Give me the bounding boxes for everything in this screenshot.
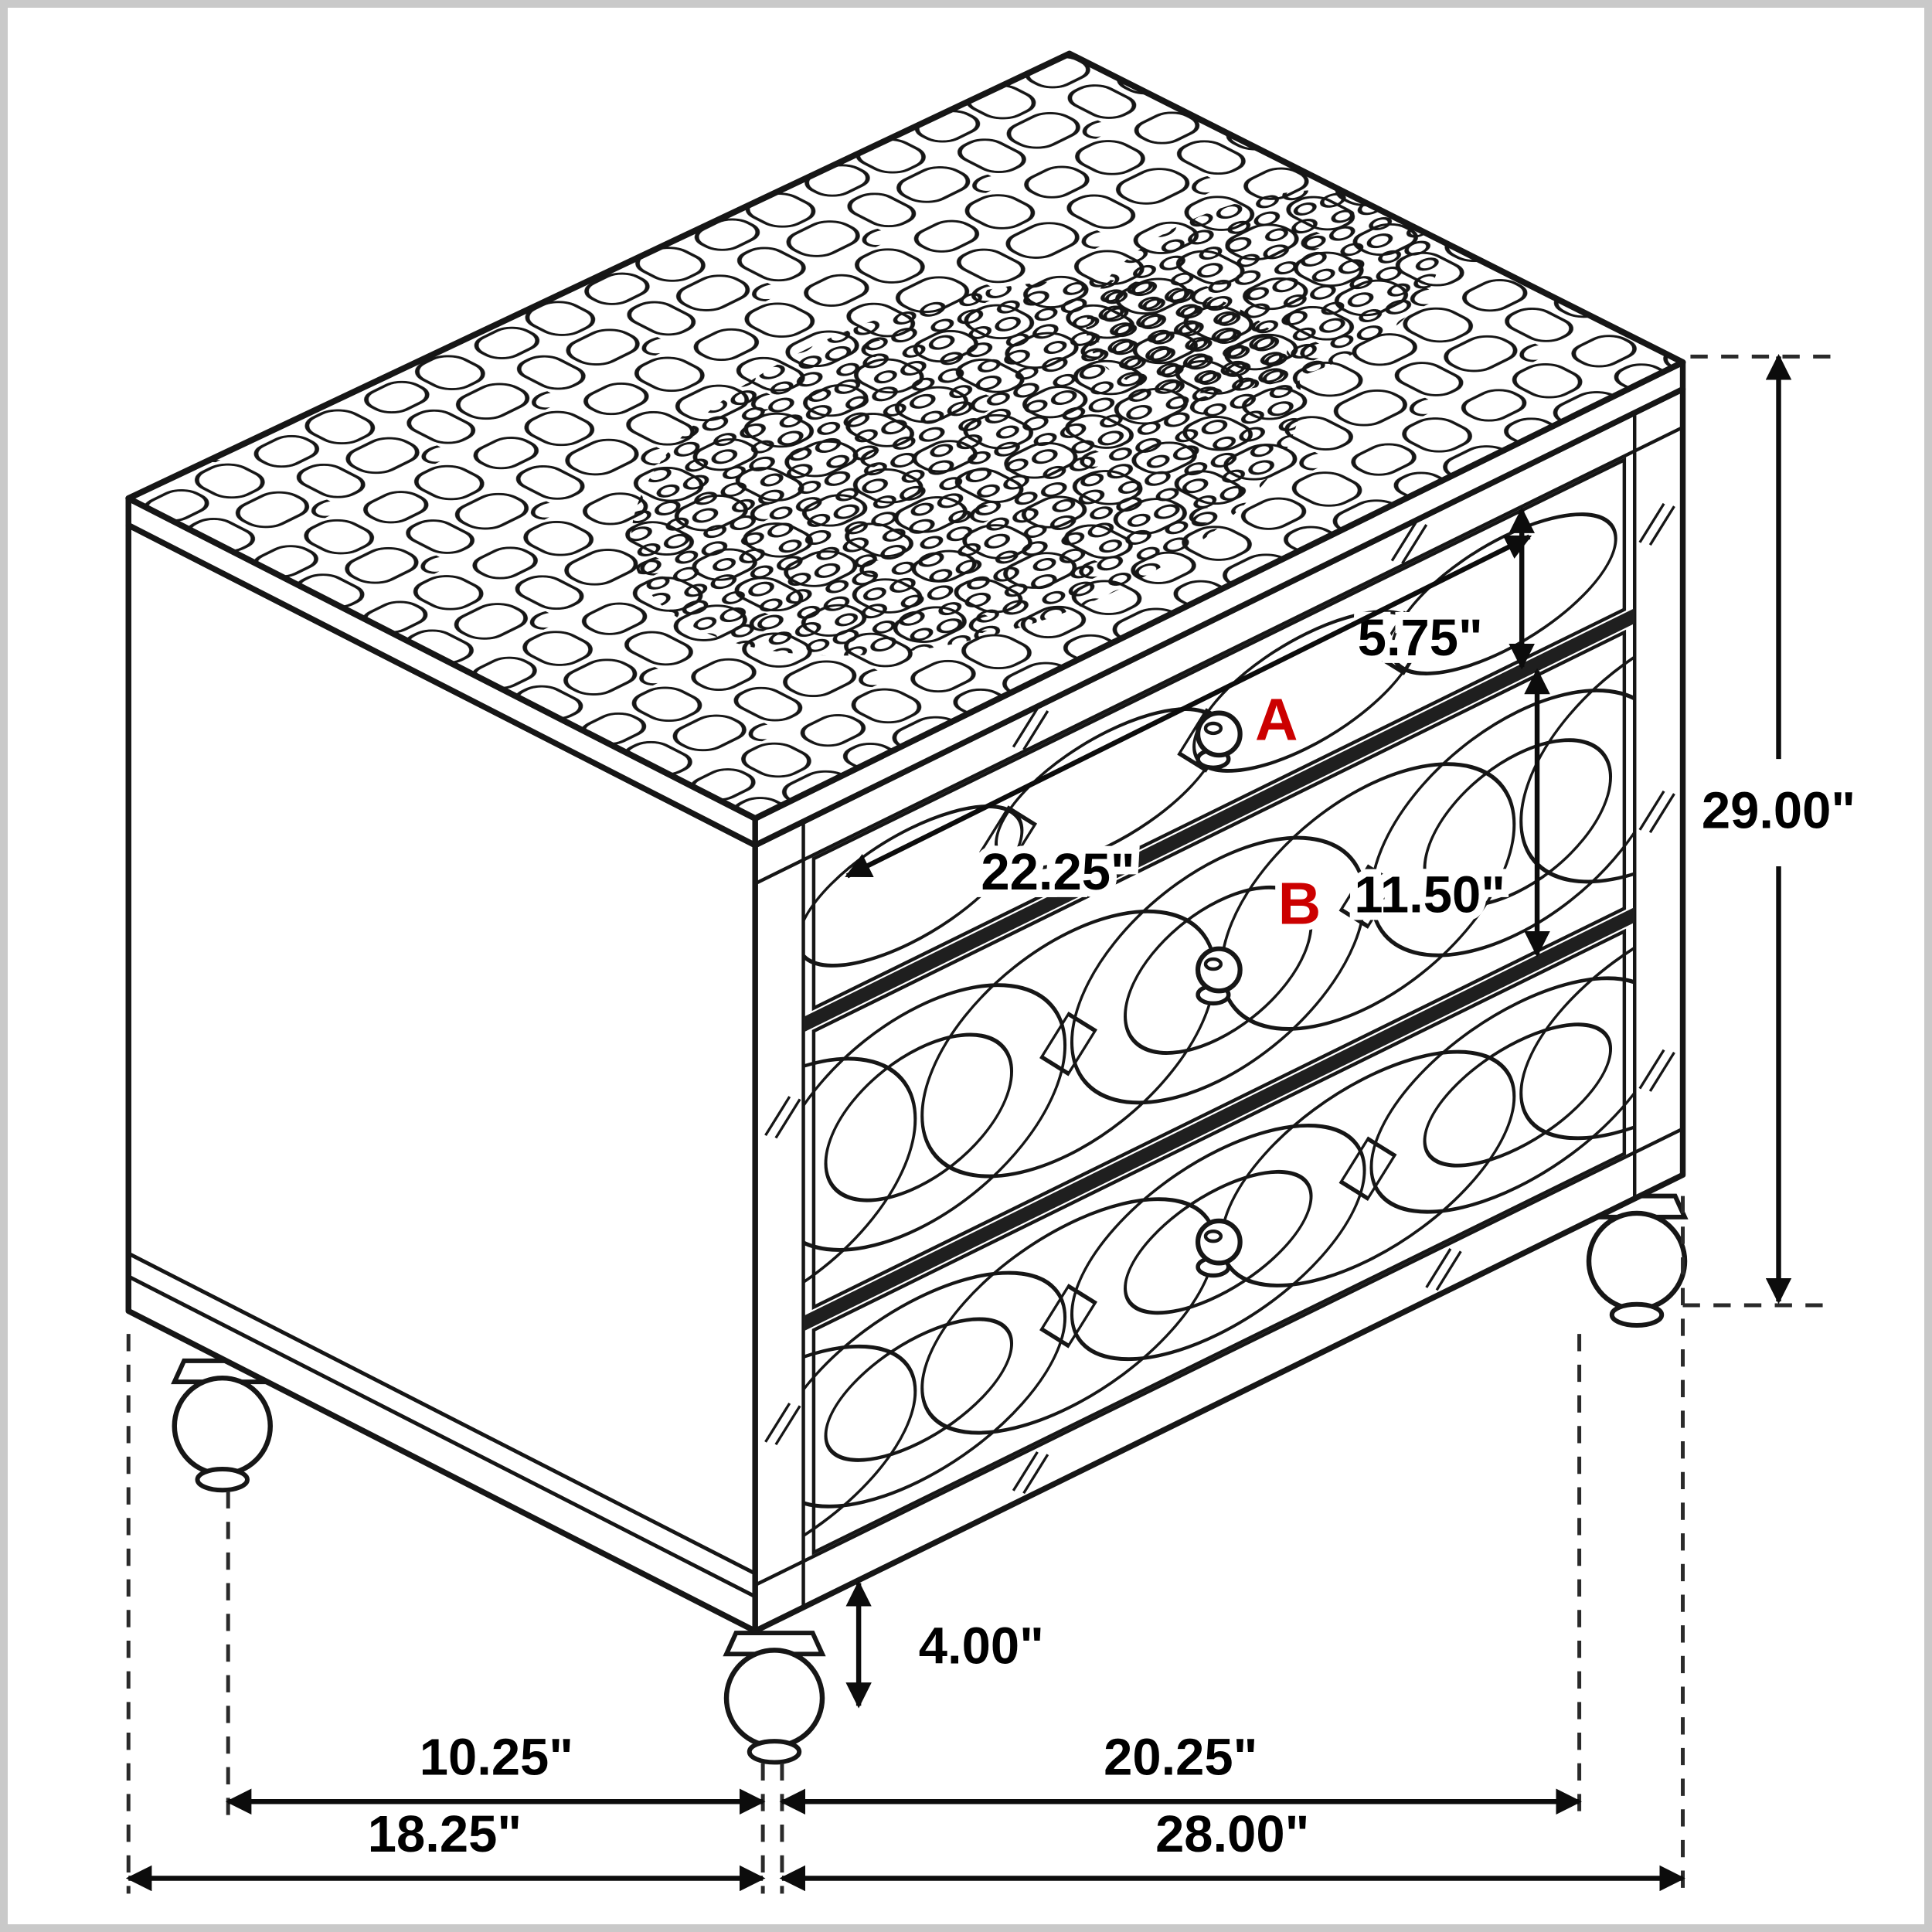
- dim-leg-spacing-front: 20.25": [779, 1721, 1582, 1815]
- drawer-a-label: A: [1255, 686, 1298, 753]
- dim-upper-drawer-label: 5.75": [1358, 609, 1483, 667]
- dim-overall-height-label: 29.00": [1702, 781, 1855, 839]
- dim-overall-depth: 18.25": [125, 1798, 766, 1892]
- dim-overall-width-label: 28.00": [1155, 1805, 1309, 1863]
- drawer-gap-2: [803, 906, 1635, 1332]
- dim-leg-height: 4.00": [845, 1580, 1052, 1709]
- dim-overall-width: 28.00": [779, 1798, 1685, 1892]
- foot-front: [726, 1633, 822, 1762]
- dim-lower-drawer-label: 11.50": [1354, 866, 1505, 924]
- dim-overall-depth-label: 18.25": [368, 1805, 522, 1863]
- drawer-b-label: B: [1278, 870, 1321, 937]
- drawer-c-front: [811, 928, 1627, 1556]
- dim-drawer-width: 22.25": [845, 534, 1532, 909]
- dim-overall-height: 29.00": [1694, 354, 1863, 1304]
- nightstand-dimension-diagram: 29.00" 5.75" 22.25" 11.50" 4.00" 10.25" …: [125, 50, 1863, 1894]
- dim-drawer-width-label: 22.25": [981, 843, 1134, 901]
- dim-leg-spacing-side: 10.25": [225, 1721, 766, 1815]
- dim-lower-drawer-height: 11.50": [1346, 668, 1550, 957]
- dim-leg-spacing-side-label: 10.25": [420, 1729, 573, 1787]
- dim-leg-spacing-front-label: 20.25": [1104, 1729, 1257, 1787]
- foot-back-left: [175, 1361, 270, 1490]
- dim-leg-height-label: 4.00": [919, 1617, 1044, 1675]
